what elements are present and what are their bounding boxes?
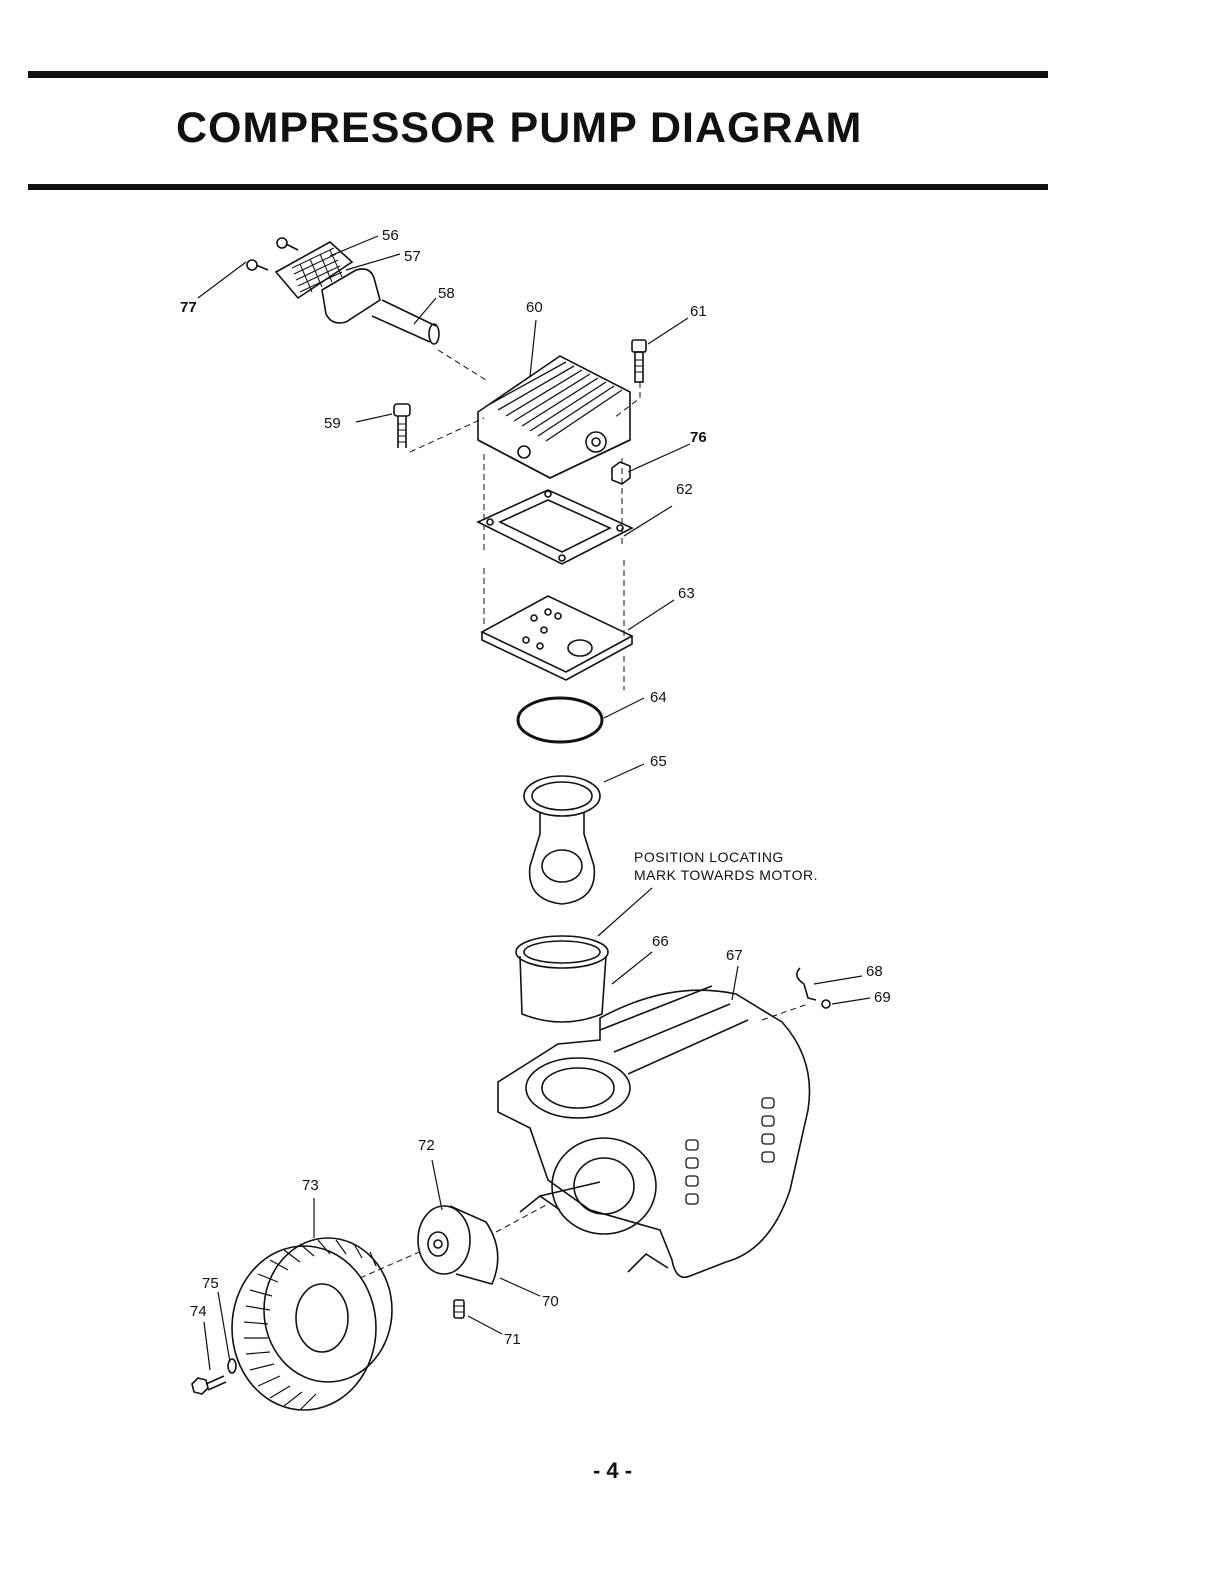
label-77: 77 xyxy=(180,299,197,316)
label-68: 68 xyxy=(866,963,883,980)
page-number: - 4 - xyxy=(0,1458,1225,1484)
label-62: 62 xyxy=(676,481,693,498)
locating-mark-note: POSITION LOCATING MARK TOWARDS MOTOR. xyxy=(634,849,818,883)
note-line-1: POSITION LOCATING xyxy=(634,849,784,865)
label-56: 56 xyxy=(382,227,399,244)
label-72: 72 xyxy=(418,1137,435,1154)
part-74-bolt xyxy=(192,1376,226,1394)
label-65: 65 xyxy=(650,753,667,770)
label-61: 61 xyxy=(690,303,707,320)
label-58: 58 xyxy=(438,285,455,302)
label-74: 74 xyxy=(190,1303,207,1320)
label-59: 59 xyxy=(324,415,341,432)
label-66: 66 xyxy=(652,933,669,950)
label-63: 63 xyxy=(678,585,695,602)
label-71: 71 xyxy=(504,1331,521,1348)
part-73-fan xyxy=(232,1238,392,1410)
part-66-sleeve xyxy=(516,936,608,1022)
part-56-57-filter xyxy=(276,242,352,298)
label-69: 69 xyxy=(874,989,891,1006)
note-line-2: MARK TOWARDS MOTOR. xyxy=(634,867,818,883)
label-70: 70 xyxy=(542,1293,559,1310)
label-76: 76 xyxy=(690,429,707,446)
label-64: 64 xyxy=(650,689,667,706)
part-75-washer xyxy=(228,1359,236,1373)
part-71-set-screw xyxy=(454,1300,464,1318)
label-57: 57 xyxy=(404,248,421,265)
part-60-cylinder-head xyxy=(478,356,630,478)
part-64-o-ring xyxy=(518,698,602,742)
label-67: 67 xyxy=(726,947,743,964)
label-60: 60 xyxy=(526,299,543,316)
part-59-bolt xyxy=(394,404,410,448)
label-75: 75 xyxy=(202,1275,219,1292)
part-68-clip xyxy=(797,968,816,1000)
part-77-screws xyxy=(247,238,298,270)
part-67-motor-crankcase xyxy=(498,986,810,1277)
part-70-hub xyxy=(418,1206,498,1284)
part-76-plug xyxy=(612,462,630,484)
part-58-filter-housing xyxy=(322,269,439,344)
part-63-valve-plate xyxy=(482,596,632,680)
part-65-piston-rod xyxy=(524,776,600,904)
part-62-gasket xyxy=(478,490,632,564)
part-labels: 56 57 58 59 60 61 62 63 64 65 66 67 68 6… xyxy=(180,227,891,1348)
label-73: 73 xyxy=(302,1177,319,1194)
part-69-screw xyxy=(822,1000,830,1008)
part-61-valve xyxy=(632,340,646,382)
